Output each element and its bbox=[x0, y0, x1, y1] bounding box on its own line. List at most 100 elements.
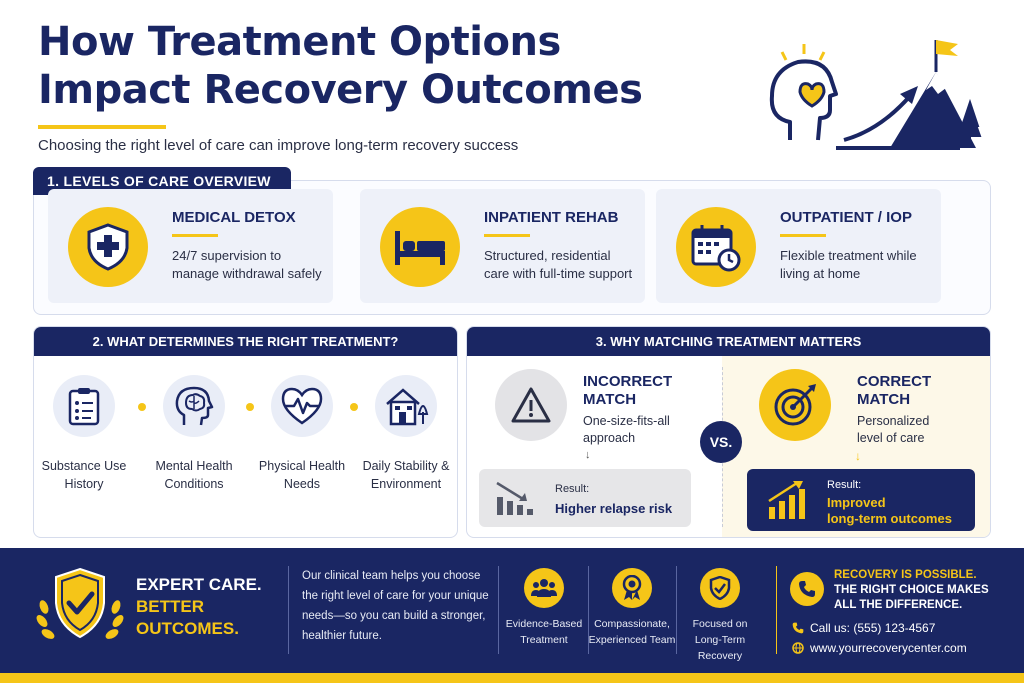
factor-label: Mental Health Conditions bbox=[144, 457, 244, 493]
factor-label: Daily Stability & Environment bbox=[356, 457, 456, 493]
result-label: Result: bbox=[827, 479, 862, 491]
heartbeat-icon bbox=[271, 375, 333, 437]
phone-number: Call us: (555) 123-4567 bbox=[810, 621, 936, 635]
card-inpatient-rehab: INPATIENT REHAB Structured, residential … bbox=[360, 189, 645, 303]
house-icon bbox=[375, 375, 437, 437]
title-line: INCORRECT bbox=[583, 373, 673, 390]
footer-divider bbox=[776, 566, 777, 654]
factor-daily-stability: Daily Stability & Environment bbox=[356, 375, 456, 493]
card-medical-detox: MEDICAL DETOX 24/7 supervision to manage… bbox=[48, 189, 333, 303]
feature-label-line: Treatment bbox=[520, 634, 568, 646]
determines-section: 2. WHAT DETERMINES THE RIGHT TREATMENT? … bbox=[33, 326, 458, 538]
result-value: Higher relapse risk bbox=[555, 501, 673, 516]
card-accent bbox=[780, 234, 826, 237]
feature-label-line: Compassionate, bbox=[594, 618, 670, 630]
factor-label-line: Daily Stability & bbox=[362, 459, 450, 473]
subtitle: Choosing the right level of care can imp… bbox=[38, 137, 519, 154]
phone-icon bbox=[790, 572, 824, 606]
calendar-clock-icon bbox=[676, 207, 756, 287]
result-value-line: long-term outcomes bbox=[827, 511, 952, 526]
brain-head-icon bbox=[163, 375, 225, 437]
footer bbox=[0, 548, 1024, 673]
title-line-1: How Treatment Options bbox=[38, 19, 561, 65]
footer-tagline: EXPERT CARE. BETTER OUTCOMES. bbox=[136, 574, 262, 640]
incorrect-match-title: INCORRECT MATCH bbox=[583, 373, 672, 409]
factor-label-line: Conditions bbox=[164, 477, 224, 491]
card-accent bbox=[484, 234, 530, 237]
slogan-line: THE RIGHT CHOICE MAKES bbox=[834, 584, 989, 596]
warning-icon bbox=[495, 369, 567, 441]
factor-label-line: Physical Health bbox=[258, 459, 346, 473]
feature-label: Compassionate, Experienced Team bbox=[588, 616, 676, 648]
card-description: 24/7 supervision to manage withdrawal sa… bbox=[172, 248, 322, 281]
hero-illustration bbox=[769, 40, 982, 150]
factor-label: Physical Health Needs bbox=[252, 457, 352, 493]
card-title: INPATIENT REHAB bbox=[484, 209, 619, 226]
factor-label-line: Mental Health bbox=[155, 459, 233, 473]
feature-label-line: Long-Term Recovery bbox=[694, 634, 746, 662]
factor-label: Substance Use History bbox=[34, 457, 134, 493]
result-value-line: Improved bbox=[827, 495, 886, 510]
title-line: MATCH bbox=[857, 391, 911, 408]
factor-label-line: Environment bbox=[370, 477, 442, 491]
title-line: CORRECT bbox=[857, 373, 932, 390]
feature-long-term: Focused on Long-Term Recovery bbox=[676, 568, 764, 664]
bed-icon bbox=[380, 207, 460, 287]
card-description: Structured, residential care with full-t… bbox=[484, 248, 633, 281]
desc-line: One-size-fits-all bbox=[583, 414, 670, 428]
footer-accent-strip bbox=[0, 673, 1024, 683]
footer-divider bbox=[288, 566, 289, 654]
factor-label-line: Needs bbox=[283, 477, 321, 491]
footer-slogan: RECOVERY IS POSSIBLE. THE RIGHT CHOICE M… bbox=[834, 568, 989, 613]
correct-match-title: CORRECT MATCH bbox=[857, 373, 931, 409]
phone-small-icon bbox=[792, 622, 804, 634]
website-url: www.yourrecoverycenter.com bbox=[810, 641, 967, 655]
globe-icon bbox=[792, 642, 804, 654]
footer-divider bbox=[676, 566, 677, 654]
separator-dot bbox=[246, 403, 254, 411]
shield-check-icon bbox=[700, 568, 740, 608]
rising-chart-icon bbox=[768, 481, 805, 519]
award-icon bbox=[612, 568, 652, 608]
feature-compassionate: Compassionate, Experienced Team bbox=[588, 568, 676, 648]
separator-dot bbox=[350, 403, 358, 411]
card-title: OUTPATIENT / IOP bbox=[780, 209, 912, 226]
feature-evidence-based: Evidence-Based Treatment bbox=[500, 568, 588, 648]
people-icon bbox=[524, 568, 564, 608]
tagline-line: EXPERT CARE. bbox=[136, 575, 262, 594]
head-heart-icon bbox=[769, 44, 838, 141]
footer-divider bbox=[498, 566, 499, 654]
website-link[interactable]: www.yourrecoverycenter.com bbox=[792, 641, 967, 655]
footer-description: Our clinical team helps you choose the r… bbox=[302, 570, 489, 642]
result-label: Result: bbox=[555, 483, 590, 495]
clipboard-icon bbox=[53, 375, 115, 437]
page-title: How Treatment Options Impact Recovery Ou… bbox=[38, 18, 643, 114]
phone-contact[interactable]: Call us: (555) 123-4567 bbox=[792, 621, 935, 635]
incorrect-result-box: Result: Higher relapse risk bbox=[479, 469, 691, 527]
tagline-line: BETTER bbox=[136, 597, 204, 616]
matching-section: 3. WHY MATCHING TREATMENT MATTERS INCORR… bbox=[466, 326, 991, 538]
desc-line: approach bbox=[583, 431, 636, 445]
title-line: MATCH bbox=[583, 391, 637, 408]
factor-substance-use: Substance Use History bbox=[34, 375, 134, 493]
factor-physical-health: Physical Health Needs bbox=[252, 375, 352, 493]
determines-heading: 2. WHAT DETERMINES THE RIGHT TREATMENT? bbox=[34, 327, 457, 356]
arrow-down-icon: ↓ bbox=[855, 449, 861, 463]
arrow-down-icon: ↓ bbox=[585, 449, 591, 461]
incorrect-match-desc: One-size-fits-all approach bbox=[583, 413, 670, 447]
title-underline bbox=[38, 125, 166, 129]
matching-heading: 3. WHY MATCHING TREATMENT MATTERS bbox=[467, 327, 990, 356]
tagline-line: OUTCOMES. bbox=[136, 619, 239, 638]
title-line-2: Impact Recovery Outcomes bbox=[38, 67, 643, 113]
feature-label: Focused on Long-Term Recovery bbox=[676, 616, 764, 664]
card-accent bbox=[172, 234, 218, 237]
slogan-line: RECOVERY IS POSSIBLE. bbox=[834, 569, 977, 581]
desc-line: Personalized bbox=[857, 414, 930, 428]
feature-label-line: Evidence-Based bbox=[505, 618, 583, 630]
footer-divider bbox=[588, 566, 589, 654]
target-icon bbox=[759, 369, 831, 441]
feature-label: Evidence-Based Treatment bbox=[500, 616, 588, 648]
declining-chart-icon bbox=[496, 481, 533, 515]
mountain-icon bbox=[836, 40, 982, 150]
feature-label-line: Focused on bbox=[692, 618, 748, 630]
